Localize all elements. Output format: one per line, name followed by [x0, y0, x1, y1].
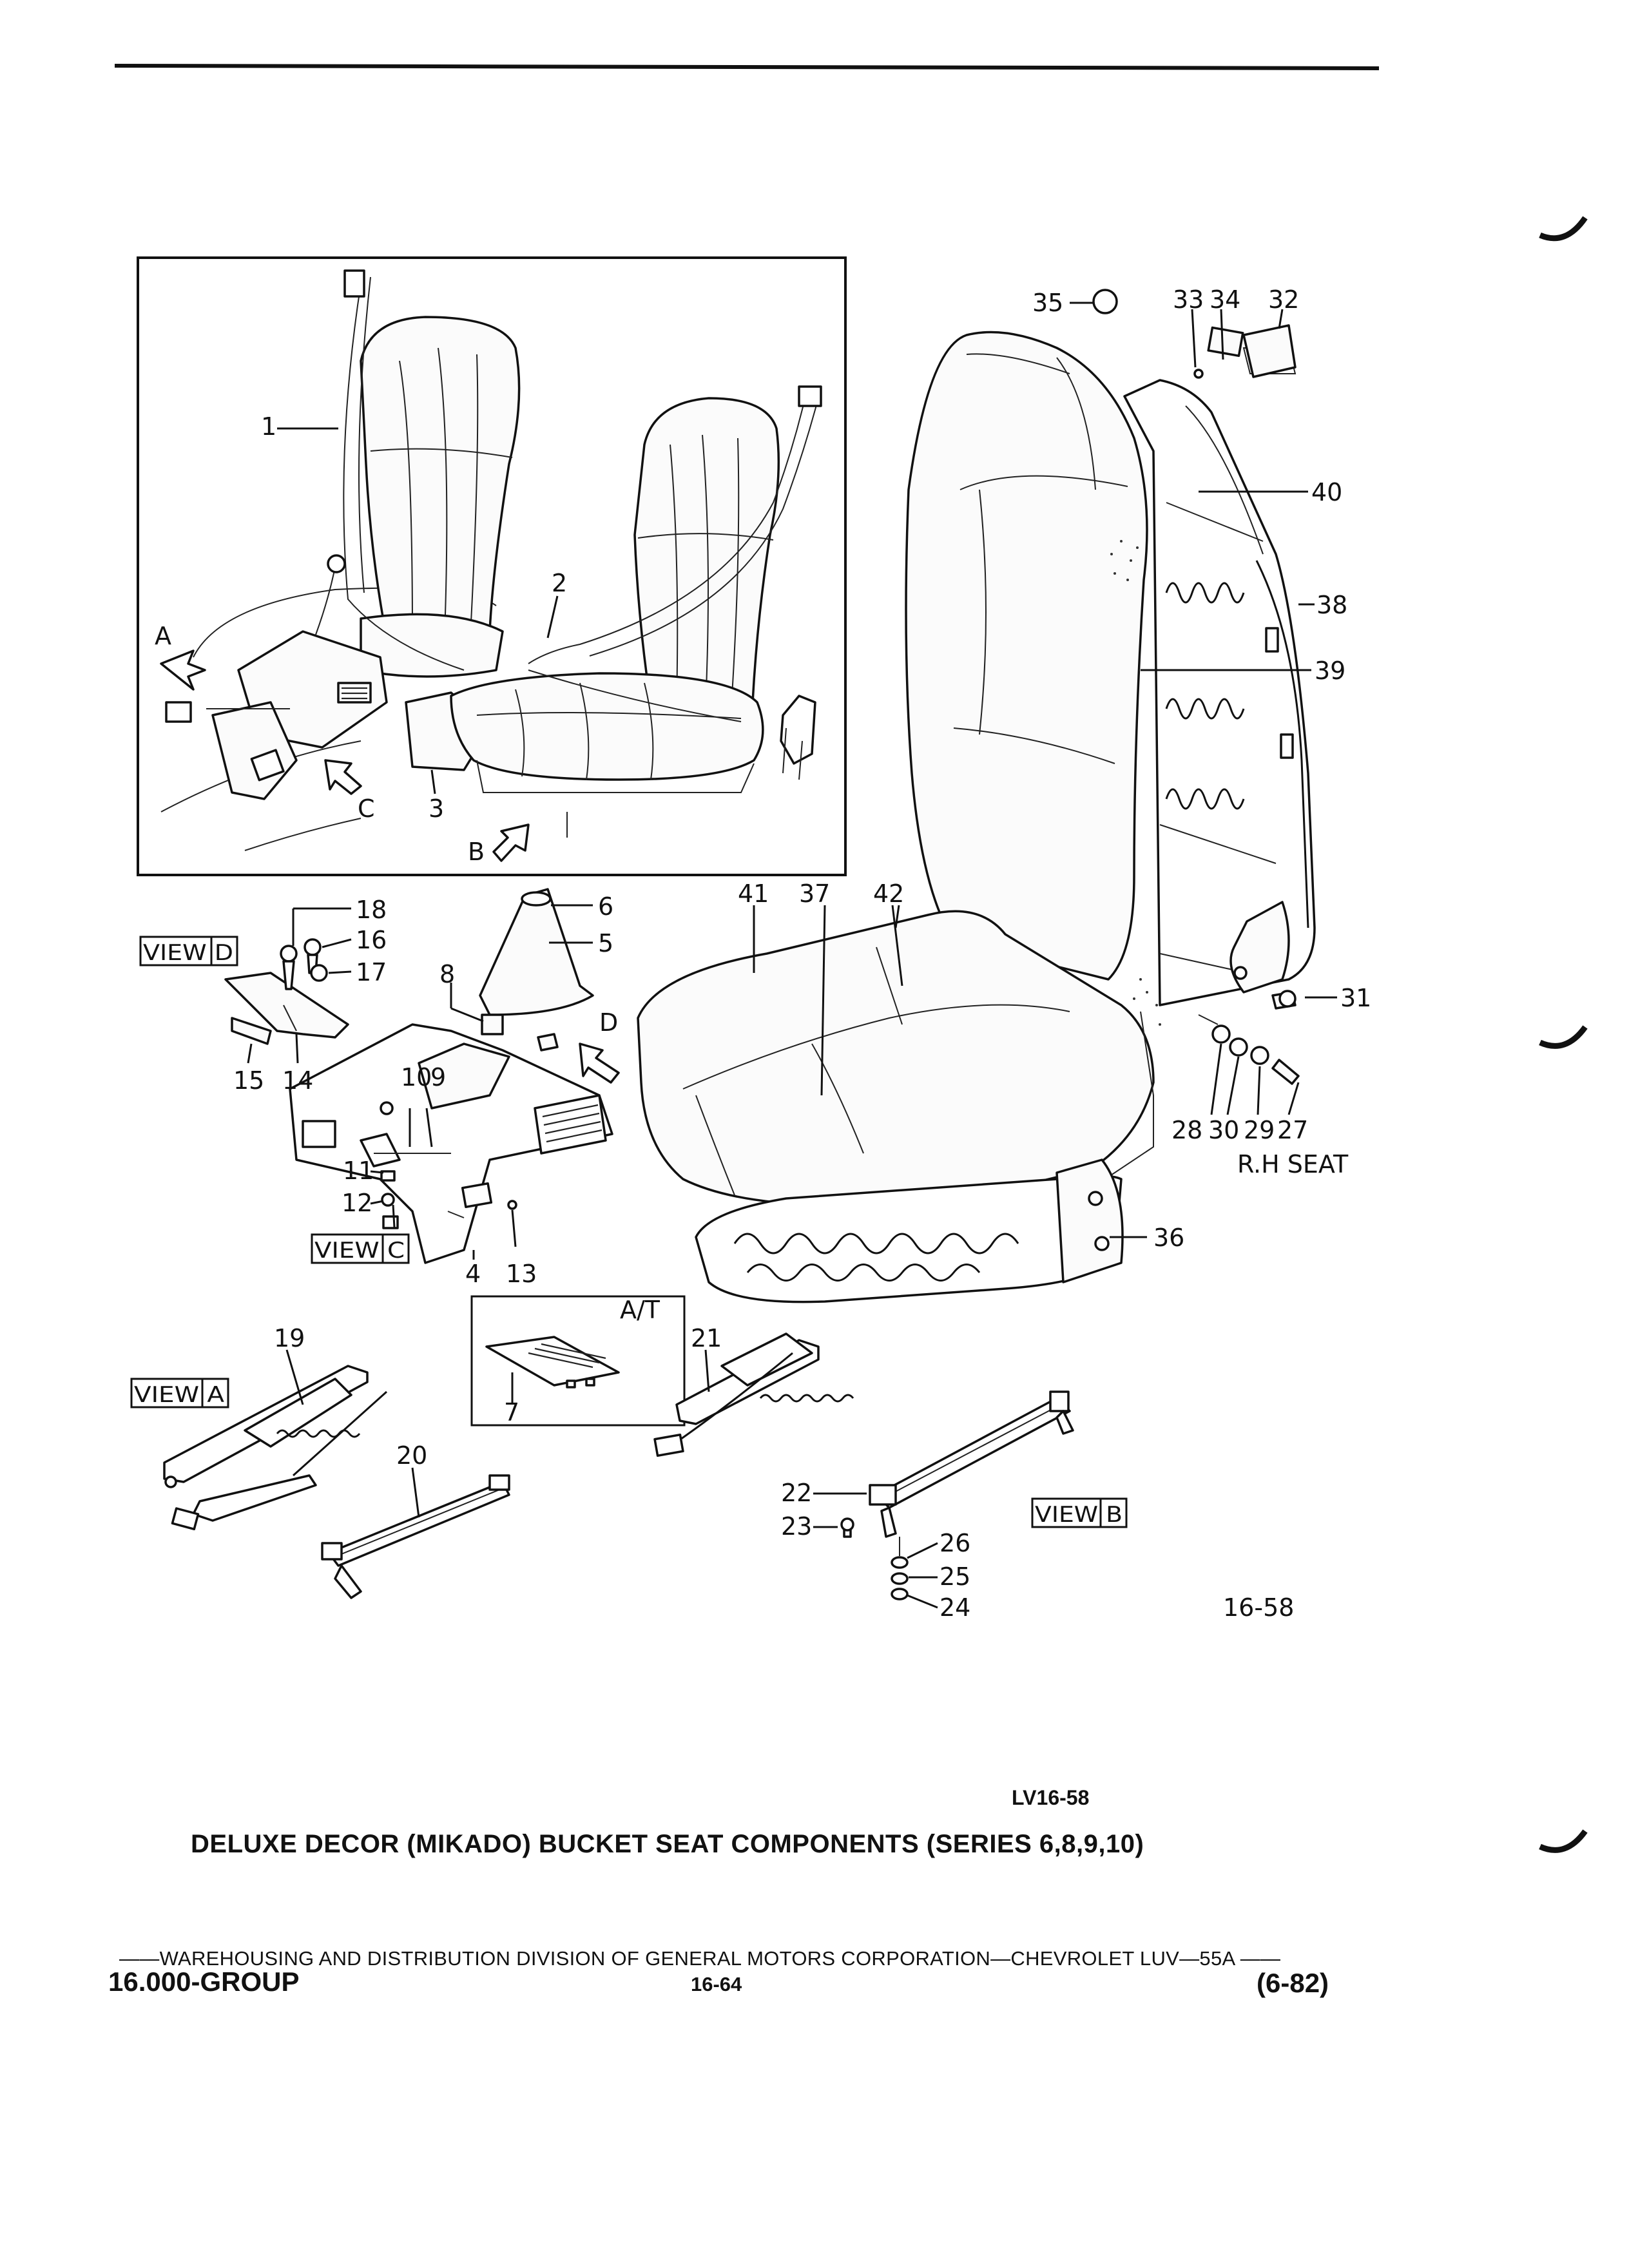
figure-ref-number: 16-58 — [1223, 1593, 1294, 1622]
callout-23: 23 — [781, 1512, 812, 1541]
callout-5: 5 — [598, 929, 613, 957]
figure-caption: DELUXE DECOR (MIKADO) BUCKET SEAT COMPON… — [191, 1830, 1144, 1858]
binding-marks — [1539, 216, 1588, 1853]
at-option-box — [470, 1295, 686, 1427]
seatback-frame — [1123, 379, 1316, 1006]
callout-18: 18 — [356, 896, 387, 924]
callout-1: 1 — [261, 412, 276, 441]
callout-21: 21 — [691, 1324, 722, 1352]
at-label: A/T — [620, 1296, 660, 1324]
shift-boot — [450, 888, 594, 1052]
view-d-parts — [139, 907, 352, 1064]
callout-10: 10 — [401, 1063, 432, 1091]
callout-22: 22 — [781, 1479, 812, 1507]
view-c-box — [311, 1233, 410, 1264]
view-a-box — [130, 1378, 229, 1408]
footer-date-code: (6-82) — [1257, 1968, 1329, 1998]
left-seat-back — [360, 316, 521, 639]
right-seat-cushion — [450, 672, 764, 781]
callout-40: 40 — [1311, 478, 1342, 506]
callout-11: 11 — [343, 1157, 374, 1185]
inset-letter-b: B — [468, 838, 485, 866]
callout-17: 17 — [356, 958, 387, 986]
callout-32: 32 — [1268, 285, 1299, 314]
callout-27: 27 — [1277, 1116, 1308, 1144]
side-bolt-set — [1198, 990, 1337, 1115]
callout-41: 41 — [738, 879, 769, 908]
callout-29: 29 — [1244, 1116, 1275, 1144]
inset-frame — [137, 256, 847, 876]
inset-letter-a: A — [155, 622, 171, 650]
cab-inset — [137, 256, 847, 876]
callout-8: 8 — [439, 960, 455, 988]
main-seat — [637, 331, 1316, 1303]
seat-side-label: R.H SEAT — [1237, 1150, 1349, 1178]
view-b-track — [813, 1390, 1128, 1609]
view-d-box — [139, 936, 238, 966]
view-c-label: VIEW C — [314, 1238, 405, 1264]
callout-38: 38 — [1316, 591, 1347, 619]
header-rule — [114, 64, 1380, 70]
callout-9: 9 — [430, 1063, 446, 1091]
callout-25: 25 — [940, 1562, 970, 1591]
view-d-letter: D — [599, 1008, 618, 1037]
inset-letter-c: C — [358, 794, 375, 823]
callout-16: 16 — [356, 926, 387, 954]
console-view-c — [289, 1023, 620, 1264]
view-b-box — [1031, 1497, 1128, 1528]
callout-12: 12 — [342, 1189, 372, 1217]
callout-30: 30 — [1208, 1116, 1239, 1144]
callout-39: 39 — [1315, 657, 1345, 685]
footer-publisher-line: ——WAREHOUSING AND DISTRIBUTION DIVISION … — [119, 1947, 1281, 1970]
view-a-track — [130, 1349, 510, 1599]
callout-14: 14 — [282, 1066, 313, 1095]
figure-id: LV16-58 — [1012, 1786, 1090, 1809]
callout-15: 15 — [233, 1066, 264, 1095]
callout-6: 6 — [598, 892, 613, 921]
footer-group: 16.000-GROUP — [108, 1966, 300, 1997]
callout-36: 36 — [1153, 1224, 1184, 1252]
callout-3: 3 — [429, 794, 444, 823]
callout-4: 4 — [465, 1260, 481, 1288]
callout-7: 7 — [504, 1398, 519, 1427]
callout-35: 35 — [1032, 289, 1063, 317]
view-a-label: VIEW A — [134, 1382, 224, 1408]
callout-13: 13 — [506, 1260, 537, 1288]
view-b-label: VIEW B — [1035, 1502, 1123, 1528]
callout-19: 19 — [274, 1324, 305, 1352]
center-track — [653, 1332, 854, 1457]
callout-26: 26 — [940, 1529, 970, 1557]
view-d-label: VIEW D — [143, 940, 233, 966]
callout-28: 28 — [1171, 1116, 1202, 1144]
footer-page-number: 16-64 — [691, 1973, 742, 1995]
callout-labels: 1 2 3 A C B 35 33 34 32 40 38 39 41 37 4… — [134, 285, 1371, 1622]
seatback-cushion — [905, 331, 1148, 981]
callout-42: 42 — [873, 879, 904, 908]
callout-33: 33 — [1173, 285, 1204, 314]
callout-24: 24 — [940, 1593, 970, 1622]
callout-2: 2 — [552, 569, 567, 597]
seat-cushion — [637, 910, 1155, 1207]
callout-37: 37 — [799, 879, 830, 908]
callout-20: 20 — [396, 1441, 427, 1470]
top-right-hardware — [1070, 289, 1296, 379]
callout-34: 34 — [1210, 285, 1240, 314]
callout-31: 31 — [1340, 984, 1371, 1012]
